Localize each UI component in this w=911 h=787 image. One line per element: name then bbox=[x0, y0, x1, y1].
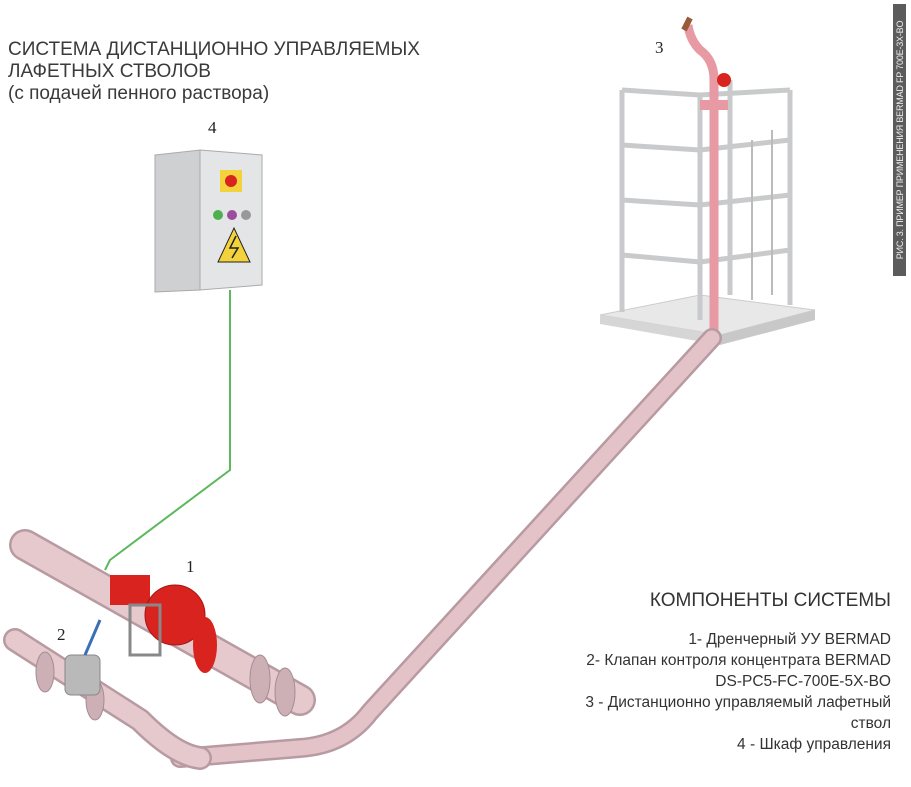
callout-3: 3 bbox=[655, 38, 664, 57]
component-item: 4 - Шкаф управления bbox=[737, 736, 891, 753]
figure-caption: РИС. 3. ПРИМЕР ПРИМЕНЕНИЯ BERMAD FP 700E… bbox=[894, 20, 905, 260]
callout-2: 2 bbox=[57, 625, 66, 644]
page-title: СИСТЕМА ДИСТАНЦИОННО УПРАВЛЯЕМЫХ ЛАФЕТНЫ… bbox=[8, 39, 420, 105]
callout-1: 1 bbox=[186, 557, 195, 576]
monitor-tower bbox=[599, 16, 816, 345]
component-item: 1- Дренчерный УУ BERMAD bbox=[688, 631, 891, 648]
control-cabinet bbox=[154, 149, 263, 293]
title-subtitle: (с подачей пенного раствора) bbox=[8, 83, 270, 104]
component-item: 3 - Дистанционно управляемый лафетный bbox=[585, 694, 891, 711]
component-item: DS-PC5-FC-700E-5X-BO bbox=[715, 673, 891, 690]
control-cable bbox=[104, 290, 231, 571]
figure-caption-bar: РИС. 3. ПРИМЕР ПРИМЕНЕНИЯ BERMAD FP 700E… bbox=[893, 4, 906, 276]
callout-4: 4 bbox=[208, 118, 217, 137]
component-item: 2- Клапан контроля концентрата BERMAD bbox=[586, 652, 891, 669]
component-item: ствол bbox=[850, 715, 891, 732]
concentrate-control-valve bbox=[64, 619, 102, 696]
title-line-1: СИСТЕМА ДИСТАНЦИОННО УПРАВЛЯЕМЫХ bbox=[8, 39, 420, 60]
components-legend: КОМПОНЕНТЫ СИСТЕМЫ 1- Дренчерный УУ BERM… bbox=[585, 590, 891, 755]
components-heading: КОМПОНЕНТЫ СИСТЕМЫ bbox=[649, 590, 891, 611]
title-line-2: ЛАФЕТНЫХ СТВОЛОВ bbox=[8, 61, 211, 82]
deluge-valve bbox=[110, 575, 217, 673]
